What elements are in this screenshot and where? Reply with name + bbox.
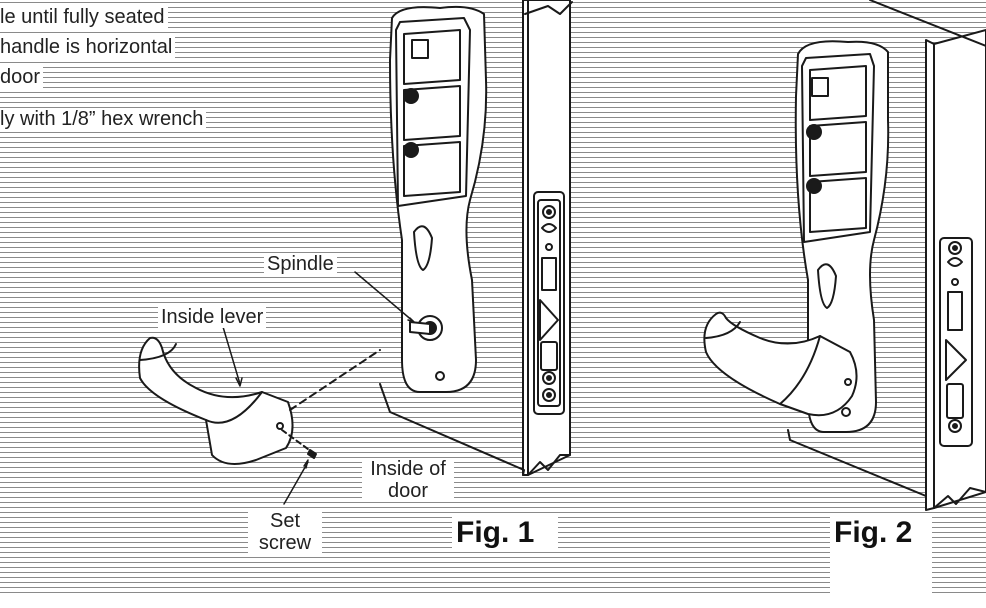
inside-of-door-line-2: door: [387, 480, 429, 502]
diagram-canvas: le until fully seated handle is horizont…: [0, 0, 986, 594]
set-screw-label: Set screw: [248, 510, 322, 554]
set-screw-line-1: Set: [269, 510, 301, 532]
inside-of-door-line-1: Inside of: [370, 458, 446, 480]
fig1-drawing: [138, 0, 573, 505]
fig2-mounted-lever: [703, 311, 858, 417]
fig1-lock-trim: [379, 5, 525, 476]
fig2-caption: Fig. 2: [830, 514, 932, 608]
fig1-inside-lever: [138, 336, 381, 465]
set-screw-line-2: screw: [258, 532, 312, 554]
instruction-line-2: handle is horizontal: [0, 36, 176, 58]
fig2-door-edge: [869, 0, 986, 511]
instruction-line-1: le until fully seated: [0, 6, 168, 28]
inside-lever-label: Inside lever: [158, 306, 267, 328]
instruction-line-4: ly with 1/8” hex wrench: [0, 108, 207, 130]
fig2-drawing: [703, 0, 986, 511]
fig1-door-edge: [522, 0, 573, 476]
spindle-label: Spindle: [264, 253, 337, 275]
fig1-caption: Fig. 1: [452, 514, 558, 552]
fig2-lock-trim: [787, 40, 927, 497]
diagram-art: [138, 0, 986, 511]
inside-of-door-label: Inside of door: [362, 458, 454, 502]
instruction-line-3: door: [0, 66, 44, 88]
